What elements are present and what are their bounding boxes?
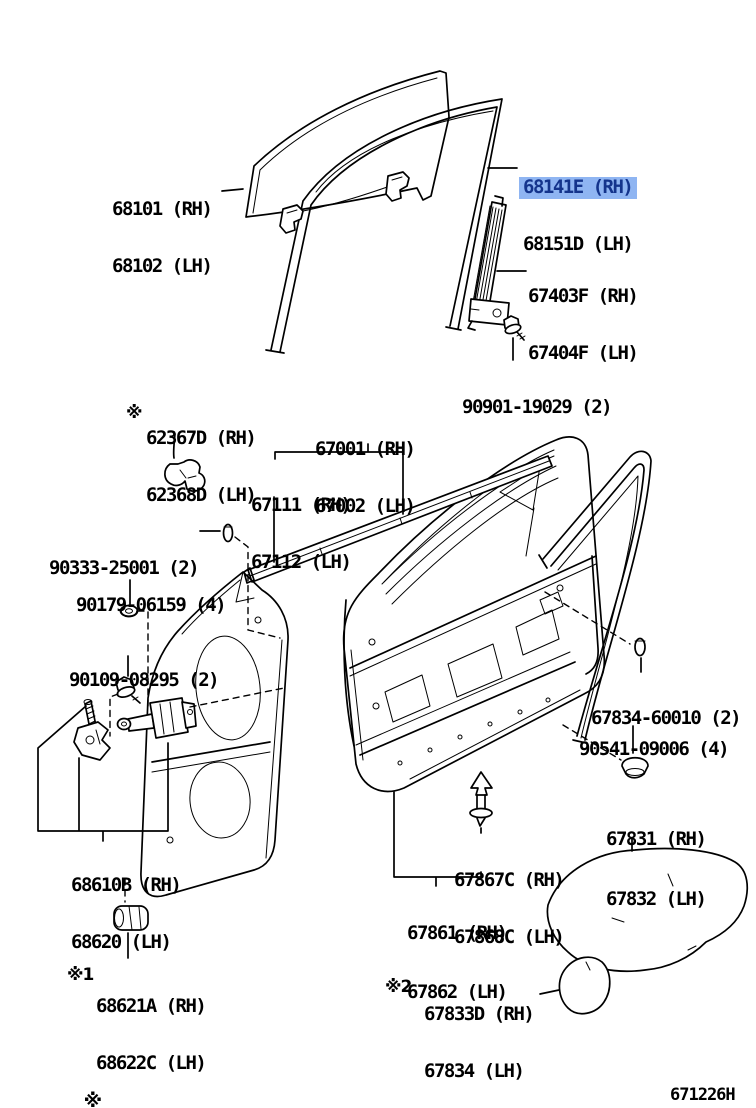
label-corner-clip: 62367D (RH) 62368D (LH) [146,427,257,506]
label-belt-molding: 67111 (RH) 67112 (LH) [251,494,352,573]
highlighted-part-number: 68141E (RH) [519,177,638,199]
label-weatherstrip: 67861 (RH) 67862 (LH) [407,922,508,1003]
trim-clip-icon [469,771,493,827]
marker-check-clip: ※1 [67,965,94,985]
marker-hole-cover-lower: ※2 [385,977,412,997]
window-glass-drawing [245,70,450,218]
hinge-bolt-icon [115,676,141,704]
door-panel-drawing [343,455,599,766]
drawing-code: 671226H [670,1085,736,1105]
door-frame-drawing [538,450,652,744]
grommet-icon [621,756,649,779]
marker-corner-clip: ※ [126,403,143,423]
label-run-channel[interactable]: 68141E (RH) 68151D (LH) [519,140,638,292]
label-guide: 67403F (RH) 67404F (LH) [528,285,639,364]
label-hinge-bolt: 90109-08295 (2) [69,669,220,691]
label-hinge-pin: 90333-25001 (2) [49,557,200,579]
belt-molding-drawing [243,455,553,584]
label-hinge-nut: 90179-06159 (4) [76,594,227,616]
label-glass: 68101 (RH) 68102 (LH) [112,198,213,277]
label-hole-cover-lower: 67833D (RH) 67834 (LH) [424,1003,535,1082]
dashed-leader-lines [109,536,631,903]
legend-row: ※( -9911) [83,1090,102,1108]
label-grommet: 90541-09006 (4) [579,738,730,760]
door-check-icon [116,697,197,739]
label-guide-bolt: 90901-19029 (2) [462,396,613,418]
check-clip-icon [113,905,149,931]
lower-cover-drawing [558,956,611,1015]
inner-panel-drawing [140,571,289,898]
guide-bolt-icon [503,315,526,341]
label-door-check: 68610B (RH) 68620 (LH) [71,874,182,953]
label-trim-clip: 67867C (RH) 67868C (LH) [454,869,565,948]
guide-rail-drawing [467,195,510,331]
glass-clamp-icons [279,171,410,234]
frame-screw-icon [634,637,646,657]
label-check-clip: 68621A (RH) 68622C (LH) [96,995,207,1074]
label-hole-cover: 67831 (RH) 67832 (LH) [606,828,707,910]
run-channel-drawing [265,98,503,354]
leader-lines [37,167,642,995]
hinge-pin-icon [222,523,234,543]
label-frame-screw: 67834-60010 (2) [591,707,742,729]
label-door-panel: 67001 (RH) 67002 (LH) [315,438,416,517]
legend: ※( -9911) ※1(0208- ) ※2( -0505) [24,1030,133,1108]
hinge-bracket-icon [73,721,111,761]
corner-clip-icon [164,459,206,492]
